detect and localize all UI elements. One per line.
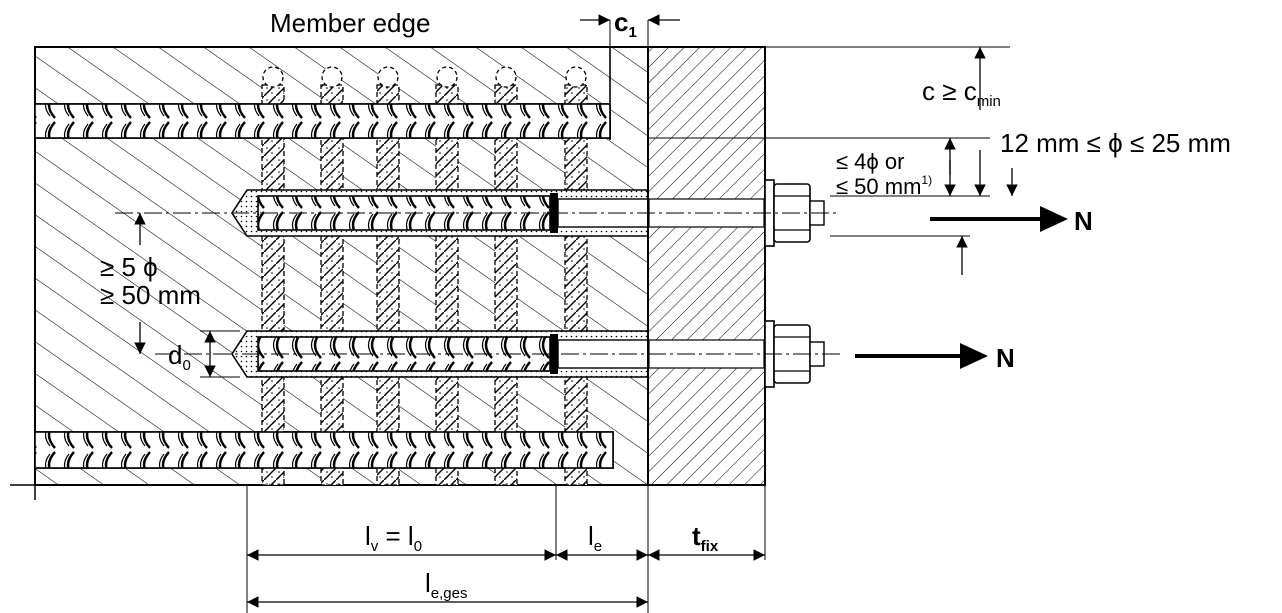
force-arrow-bottom: [855, 343, 988, 369]
stirrups: [34, 66, 614, 486]
hole-diameter-label: d0: [168, 340, 191, 374]
c1-label: c1: [614, 7, 637, 41]
anchor-spacing-label-2: ≥ 50 mm: [100, 280, 201, 310]
force-label-top: N: [1074, 206, 1093, 236]
bar-diameter-range-label: 12 mm ≤ ϕ ≤ 25 mm: [1000, 128, 1231, 158]
member-edge-label: Member edge: [270, 8, 430, 38]
dimension-lines: [134, 14, 1018, 608]
extra-length-label: le: [588, 521, 602, 555]
extension-lines: [200, 20, 1010, 613]
concrete-cover-label: c ≥ cmin: [922, 76, 1001, 110]
force-label-bottom: N: [996, 343, 1015, 373]
lap-length-label: lv = l0: [365, 521, 422, 555]
force-arrow-top: [930, 206, 1068, 232]
centerlines: [115, 212, 840, 355]
fixture-thickness-label: tfix: [692, 521, 719, 555]
total-embedment-length-label: le,ges: [425, 568, 467, 602]
fixture-plate: [647, 46, 766, 486]
anchor-spacing-label-1: ≥ 5 ϕ: [100, 252, 158, 282]
edge-spacing-label-2: ≤ 50 mm1): [836, 173, 932, 199]
edge-spacing-label-1: ≤ 4ϕ or: [836, 149, 904, 174]
